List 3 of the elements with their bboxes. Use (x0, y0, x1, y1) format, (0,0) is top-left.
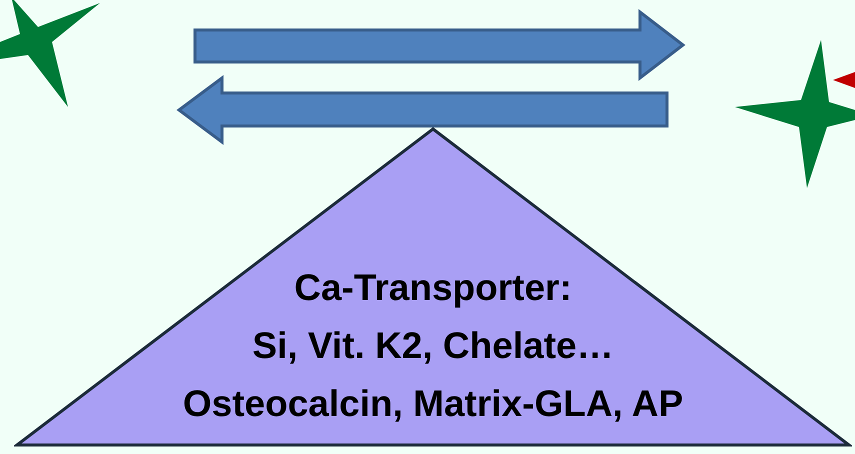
triangle-text: Si, Vit. K2, Chelate… (252, 324, 614, 368)
triangle-text: Osteocalcin, Matrix-GLA, AP (182, 382, 684, 426)
triangle-text: Ca-Transporter: (294, 266, 572, 310)
